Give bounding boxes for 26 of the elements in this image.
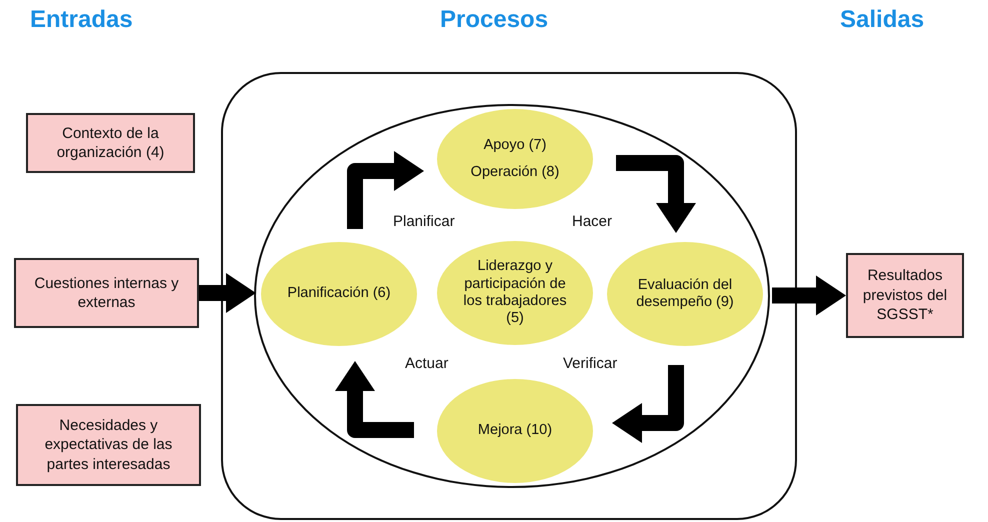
phase-label: Verificar: [563, 355, 618, 372]
input-box: [16, 404, 201, 486]
arrow: [347, 151, 424, 229]
input-box: [26, 113, 195, 173]
node-text: Cuestiones internas y externas: [33, 274, 180, 312]
node-text: Resultados previstos del SGSST*: [862, 266, 948, 325]
arrow: [772, 276, 846, 316]
node-text: Operación (8): [470, 164, 560, 182]
input-box: [14, 258, 199, 328]
node-text: Apoyo (7): [484, 136, 546, 154]
column-heading: Entradas: [30, 6, 133, 34]
node-text: Necesidades y expectativas de las partes interesadas: [44, 416, 174, 474]
node-text: Contexto de la organización (4): [56, 124, 166, 162]
output-box: [846, 253, 964, 338]
column-heading: Procesos: [440, 6, 548, 34]
arrow: [199, 273, 256, 313]
node-text: Mejora (10): [478, 422, 552, 440]
node-text: Planificación (6): [287, 285, 391, 303]
node-text: Liderazgo y participación de los trabajadores (5): [462, 258, 568, 328]
cycle-ellipse: [254, 104, 770, 488]
node-text: Evaluación del desempeño (9): [635, 276, 735, 312]
process-frame: [221, 72, 797, 520]
phase-label: Hacer: [572, 213, 612, 230]
column-heading: Salidas: [840, 6, 924, 34]
phase-label: Actuar: [405, 355, 448, 372]
phase-label: Planificar: [393, 213, 455, 230]
